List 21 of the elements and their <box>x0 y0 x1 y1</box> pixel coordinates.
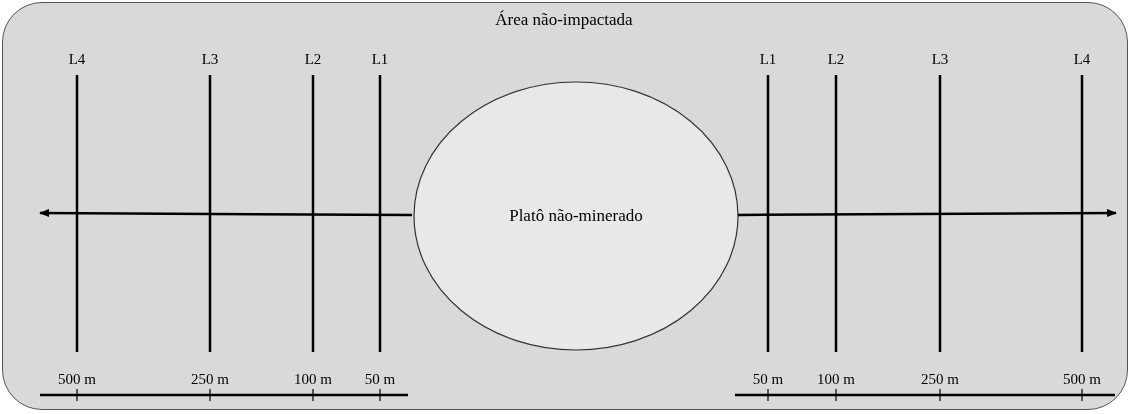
distance-label: 250 m <box>921 370 959 388</box>
distance-label: 100 m <box>294 370 332 388</box>
plateau-ellipse <box>413 81 739 351</box>
transect-label: L4 <box>68 50 86 68</box>
transect-label: L1 <box>759 50 777 68</box>
node-label: Platô não-minerado <box>509 207 643 225</box>
arrow <box>39 209 412 218</box>
transect-label: L2 <box>304 50 322 68</box>
distance-label: 50 m <box>364 370 396 388</box>
transect-label: L4 <box>1073 50 1091 68</box>
distance-label: 250 m <box>191 370 229 388</box>
transect-label: L2 <box>827 50 845 68</box>
transect-label: L3 <box>931 50 949 68</box>
arrow <box>738 209 1117 218</box>
distance-label: 50 m <box>752 370 784 388</box>
transect-label: L1 <box>371 50 389 68</box>
distance-label: 500 m <box>1063 370 1101 388</box>
transect-label: L3 <box>201 50 219 68</box>
distance-label: 100 m <box>817 370 855 388</box>
area-title: Área não-impactada <box>495 11 633 29</box>
distance-label: 500 m <box>58 370 96 388</box>
